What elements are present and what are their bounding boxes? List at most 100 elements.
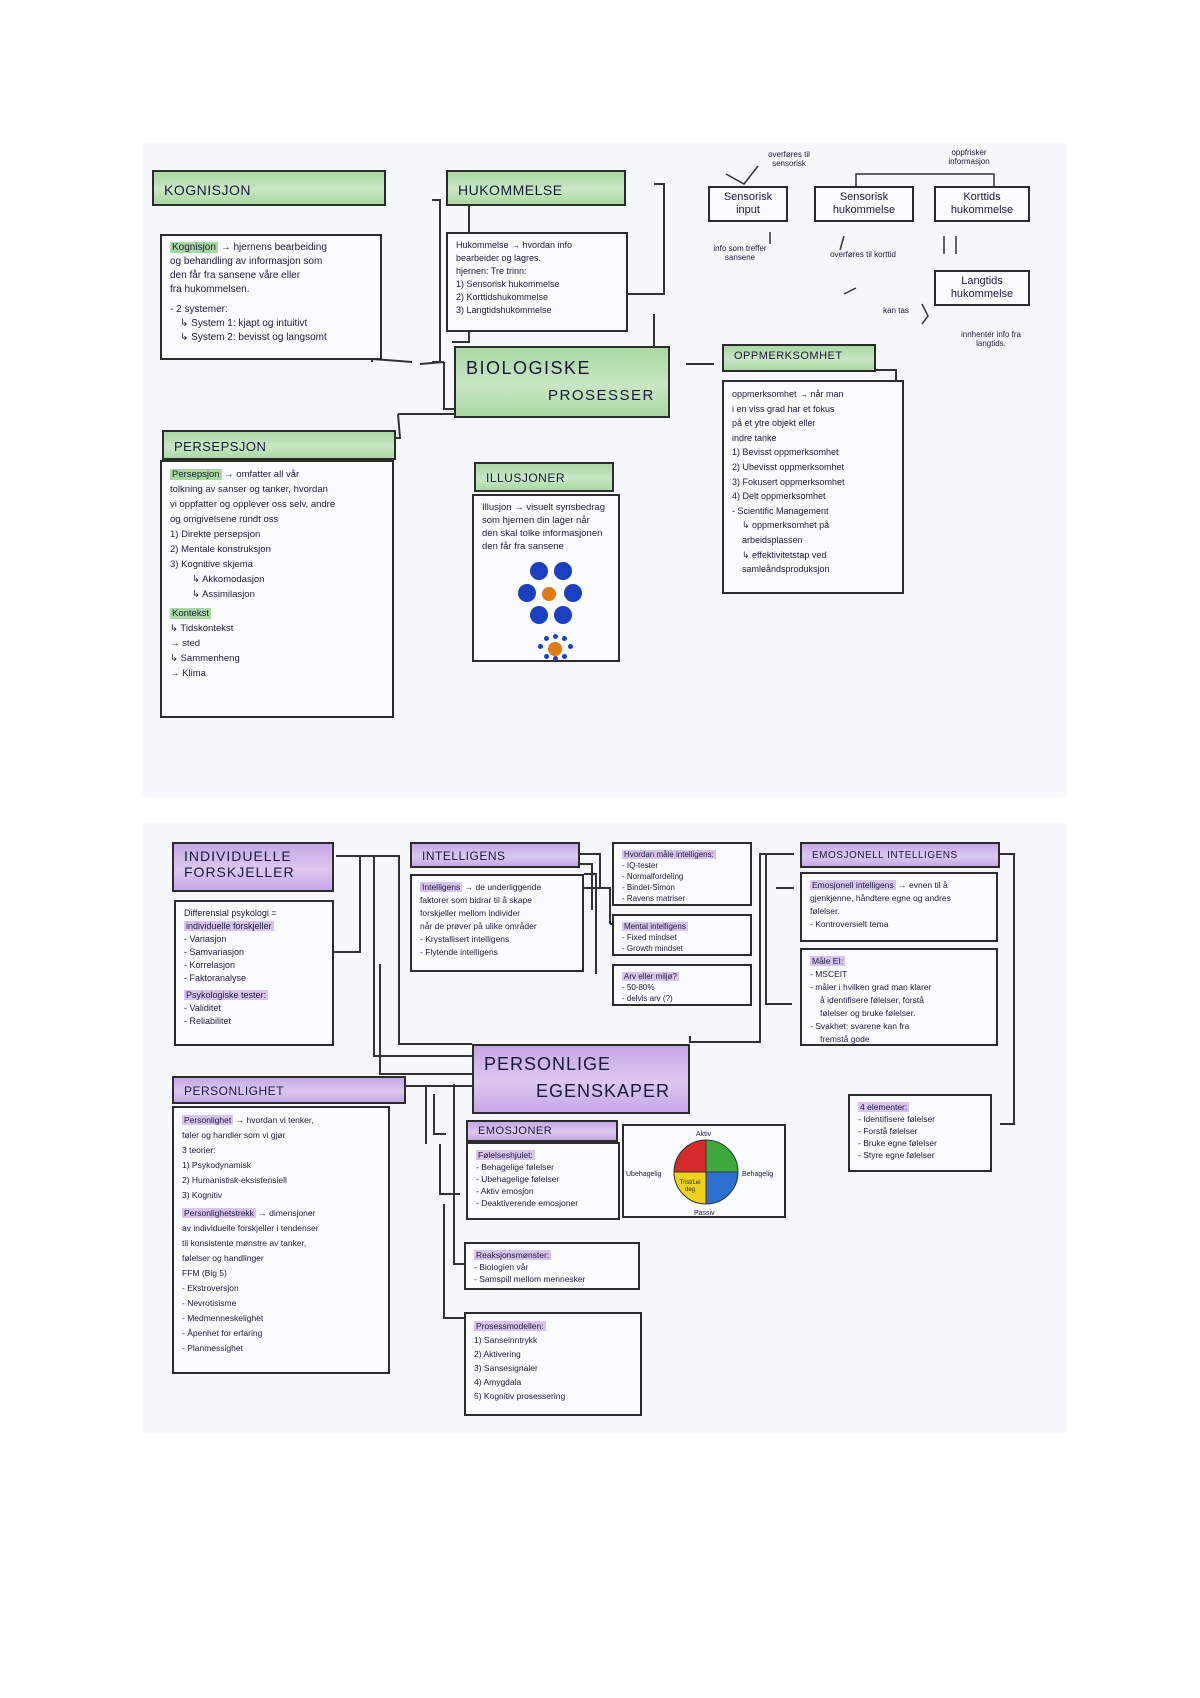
card-individuelle-forskjeller: Differensial psykologi = individuelle fo…: [174, 900, 334, 1046]
text-line: - Medmenneskelighet: [182, 1313, 264, 1323]
text-line: følelser og handlinger: [182, 1253, 264, 1263]
text-line: - Scientific Management: [732, 505, 829, 516]
text-line: - Åpenhet for erfaring: [182, 1328, 263, 1338]
term-arv: Arv eller miljø?: [622, 972, 679, 981]
text-line: - Forstå følelser: [858, 1126, 918, 1136]
text-line: → de underliggende: [464, 882, 542, 892]
text-line: gjenkjenne, håndtere egne og andres: [810, 893, 951, 903]
text-line: - Samvariasjon: [184, 947, 245, 957]
text-line: - MSCEIT: [810, 969, 848, 979]
flow-langtids-hukommelse: Langtids hukommelse: [934, 270, 1030, 306]
flow-sensorisk-input: Sensorisk input: [708, 186, 788, 222]
individuelle-title-2: FORSKJELLER: [184, 864, 295, 880]
header-kognisjon: KOGNISJON: [152, 170, 386, 206]
emotion-wheel-drawing: [673, 1139, 739, 1205]
text-line: - Aktiv emosjon: [476, 1186, 534, 1196]
text-line: - Ravens matriser: [622, 894, 686, 903]
personlighet-title: PERSONLIGHET: [184, 1084, 285, 1098]
header-illusjoner: ILLUSJONER: [474, 462, 614, 492]
header-intelligens: INTELLIGENS: [410, 842, 580, 868]
note-kan-tas: kan tas: [883, 306, 909, 315]
text-line: 1) Psykodynamisk: [182, 1160, 251, 1170]
text-line: av individuelle forskjeller i tendenser: [182, 1223, 319, 1233]
text-line: ↳ System 2: bevisst og langsomt: [180, 332, 327, 343]
text-line: forskjeller mellom individer: [420, 908, 521, 918]
text-line: Hukommelse → hvordan info: [456, 240, 573, 250]
text-line: 1) Sanseinntrykk: [474, 1335, 538, 1345]
flow-korttids-hukommelse: Korttids hukommelse: [934, 186, 1030, 222]
text-line: den får fra sansene: [482, 541, 564, 552]
text-line: ↳ effektivitetstap ved: [742, 549, 827, 560]
flow-label: Korttids hukommelse: [950, 191, 1014, 216]
card-emotion-wheel: Aktiv Passiv Ubehagelig Behagelig Trist/…: [622, 1124, 786, 1218]
header-individuelle-forskjeller: INDIVIDUELLE FORSKJELLER: [172, 842, 334, 892]
text-line: når de prøver på ulike områder: [420, 921, 537, 931]
wheel-label-behagelig: Behagelig: [742, 1171, 774, 1178]
wheel-quadrant-label: Trist/Lei deg: [679, 1180, 701, 1193]
text-line: - Bruke egne følelser: [858, 1138, 937, 1148]
text-line: 2) Ubevisst oppmerksomhet: [732, 461, 845, 472]
text-line: og behandling av informasjon som: [170, 256, 323, 267]
text-line: bearbeider og lagres.: [456, 253, 542, 263]
text-line: - Ubehagelige følelser: [476, 1174, 560, 1184]
text-line: - Normalfordeling: [622, 872, 684, 881]
term-personlighetstrekk: Personlighetstrekk: [182, 1208, 256, 1218]
text-line: - Samspill mellom mennesker: [474, 1274, 586, 1284]
term-hvordan-maale: Hvordan måle intelligens:: [622, 850, 716, 859]
text-line: - Identifisere følelser: [858, 1114, 935, 1124]
card-maale-ei: Måle EI: - MSCEIT - måler i hvilken grad…: [800, 948, 998, 1046]
card-emosjoner: Følelseshjulet: - Behagelige følelser - …: [466, 1142, 620, 1220]
wheel-label-aktiv: Aktiv: [696, 1131, 712, 1138]
card-illusjoner: Illusjon → visuelt synsbedrag som hjerne…: [472, 494, 620, 662]
text-line: 3) Kognitive skjema: [170, 559, 253, 570]
intelligens-title: INTELLIGENS: [422, 849, 506, 863]
text-line: 3) Fokusert oppmerksomhet: [732, 476, 845, 487]
card-reaksjonsmonster: Reaksjonsmønster: - Biologien vår - Sams…: [464, 1242, 640, 1290]
persepsjon-title: PERSEPSJON: [174, 439, 267, 454]
text-line: → hvordan vi tenker,: [235, 1115, 314, 1125]
text-line: arbeidsplassen: [742, 534, 803, 545]
card-emosjonell-intelligens: Emosjonell intelligens → evnen til å gje…: [800, 872, 998, 942]
text-line: - Nevrotisisme: [182, 1298, 237, 1308]
card-arv-eller-miljo: Arv eller miljø? - 50-80% - delvis arv (…: [612, 964, 752, 1006]
text-line: 2) Korttidshukommelse: [456, 292, 549, 302]
card-persepsjon: Persepsjon → omfatter all vår tolkning a…: [160, 460, 394, 718]
text-line: - Behagelige følelser: [476, 1162, 554, 1172]
text-line: - Flytende intelligens: [420, 947, 498, 957]
term-emosjonell: Emosjonell intelligens: [810, 880, 896, 890]
text-line: 1) Bevisst oppmerksomhet: [732, 447, 839, 458]
text-line: - Growth mindset: [622, 944, 683, 953]
text-line: → evnen til å: [898, 880, 948, 890]
text-line: → dimensjoner: [258, 1208, 316, 1218]
flow-label: Sensorisk input: [723, 191, 773, 216]
card-hukommelse: Hukommelse → hvordan info bearbeider og …: [446, 232, 628, 332]
center-title-2: EGENSKAPER: [536, 1081, 671, 1101]
text-line: fremstå gode: [820, 1034, 870, 1044]
text-line: - Planmessighet: [182, 1343, 243, 1353]
text-line: ↳ oppmerksomhet på: [742, 520, 830, 531]
kognisjon-title: KOGNISJON: [164, 182, 251, 198]
bio-title-1: BIOLOGISKE: [466, 358, 592, 378]
term-kontekst: Kontekst: [170, 608, 211, 619]
text-line: - Bindet-Simon: [622, 883, 675, 892]
text-line: faktorer som bidrar til å skape: [420, 895, 532, 905]
text-line: - Deaktiverende emosjoner: [476, 1198, 579, 1208]
note-innhenter: innhenter info fra langtids.: [960, 330, 1022, 348]
header-personlige-egenskaper: PERSONLIGE EGENSKAPER: [472, 1044, 690, 1114]
text-line: 4) Amygdala: [474, 1377, 522, 1387]
term-personlighet: Personlighet: [182, 1115, 234, 1125]
text-line: FFM (Big 5): [182, 1268, 227, 1278]
text-line: 5) Kognitiv prosessering: [474, 1391, 566, 1401]
text-line: Differensial psykologi =: [184, 908, 277, 918]
text-line: 3) Sansesignaler: [474, 1363, 538, 1373]
text-line: - 2 systemer:: [170, 304, 228, 315]
text-line: - Fixed mindset: [622, 933, 677, 942]
card-personlighet: Personlighet → hvordan vi tenker, føler …: [172, 1106, 390, 1374]
emosjoner-title: EMOSJONER: [478, 1125, 553, 1137]
flow-label: Langtids hukommelse: [950, 275, 1014, 300]
card-4-elementer: 4 elementer: - Identifisere følelser - F…: [848, 1094, 992, 1172]
term-intelligens: Intelligens: [420, 882, 463, 892]
card-mindset: Mental intelligens - Fixed mindset - Gro…: [612, 914, 752, 956]
text-line: indre tanke: [732, 432, 777, 443]
header-oppmerksomhet: OPPMERKSOMHET: [722, 344, 876, 372]
